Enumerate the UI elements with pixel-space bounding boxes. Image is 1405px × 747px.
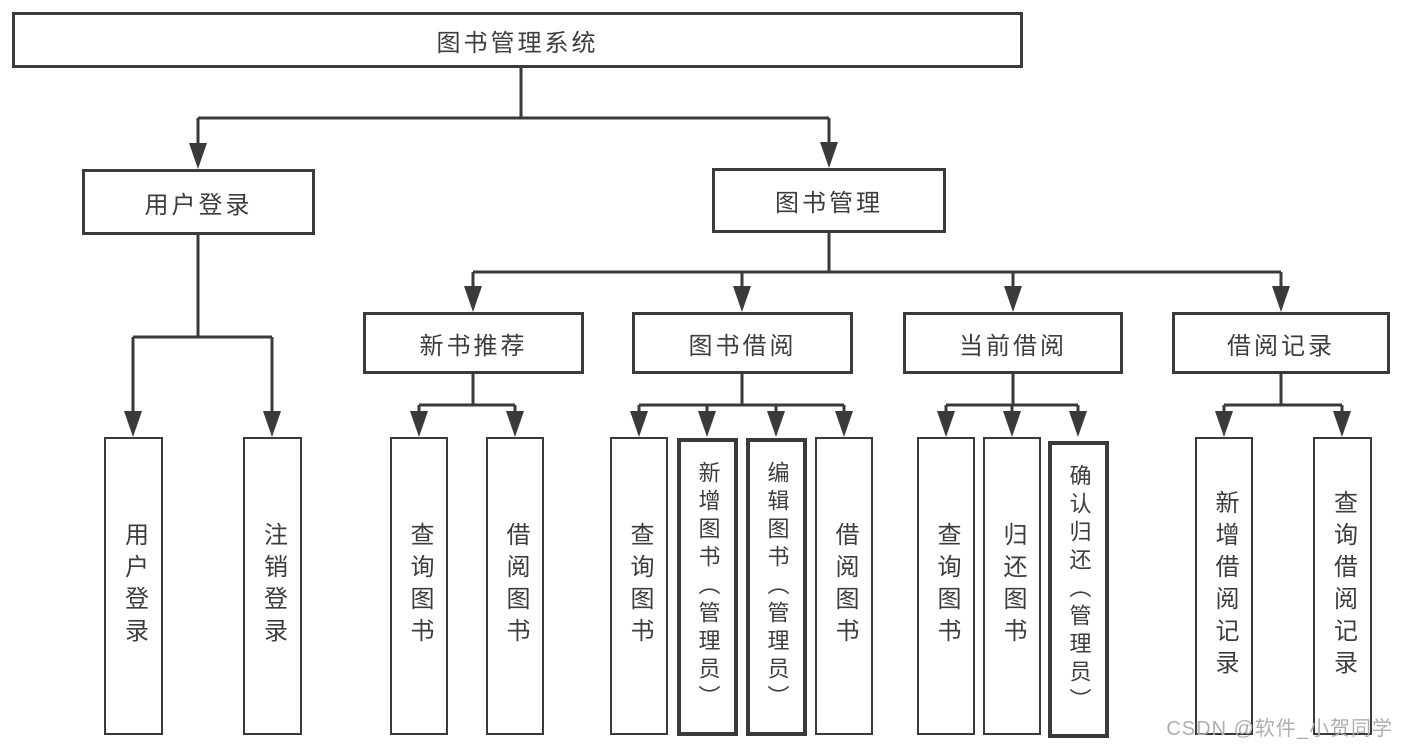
- leaf-add-book-admin-label: 新增图书（管理员）: [695, 461, 721, 713]
- leaf-edit-book-admin: 编辑图书（管理员）: [746, 438, 807, 736]
- node-current-borrow: 当前借阅: [903, 312, 1123, 374]
- node-user-login-label: 用户登录: [144, 191, 253, 219]
- leaf-query-borrow-record-label: 查询借阅记录: [1329, 490, 1357, 682]
- leaf-query-book-borrow: 查询图书: [610, 437, 668, 735]
- node-book-management: 图书管理: [712, 168, 946, 233]
- leaf-borrow-book-recommend: 借阅图书: [486, 437, 544, 735]
- node-borrow-records-label: 借阅记录: [1227, 332, 1335, 360]
- arrowheads: [124, 142, 1351, 437]
- node-root-label: 图书管理系统: [436, 29, 599, 57]
- node-book-management-label: 图书管理: [775, 190, 883, 217]
- connector-borrowrecords-branches: [1222, 374, 1344, 414]
- leaf-return-book-label: 归还图书: [999, 522, 1026, 650]
- leaf-return-book: 归还图书: [983, 437, 1041, 735]
- leaf-query-book-borrow-label: 查询图书: [626, 522, 653, 650]
- leaf-add-borrow-record-label: 新增借阅记录: [1211, 490, 1238, 682]
- leaf-query-book-recommend-label: 查询图书: [406, 522, 433, 650]
- leaf-query-book-current: 查询图书: [917, 437, 975, 735]
- node-user-login: 用户登录: [82, 169, 315, 235]
- csdn-watermark: CSDN @软件_小贺同学: [1166, 718, 1393, 740]
- node-current-borrow-label: 当前借阅: [959, 332, 1067, 360]
- leaf-add-borrow-record: 新增借阅记录: [1195, 437, 1253, 735]
- leaf-query-book-current-label: 查询图书: [933, 522, 960, 650]
- leaf-query-borrow-record: 查询借阅记录: [1313, 437, 1372, 735]
- node-borrow-records: 借阅记录: [1172, 312, 1390, 374]
- leaf-borrow-book-borrow-label: 借阅图书: [831, 522, 858, 650]
- leaf-logout-login: 注销登录: [243, 437, 302, 735]
- connector-currentborrow-branches: [944, 374, 1080, 414]
- leaf-edit-book-admin-label: 编辑图书（管理员）: [764, 461, 790, 713]
- connector-bookborrow-branches: [637, 374, 846, 414]
- node-book-borrow-label: 图书借阅: [688, 332, 797, 360]
- connector-newbookrec-branches: [417, 374, 517, 414]
- leaf-borrow-book-borrow: 借阅图书: [815, 437, 873, 735]
- leaf-borrow-book-recommend-label: 借阅图书: [502, 522, 529, 650]
- leaf-add-book-admin: 新增图书（管理员）: [677, 438, 738, 736]
- connector-bookmgmt-branches: [471, 232, 1283, 289]
- node-root: 图书管理系统: [12, 12, 1023, 68]
- node-new-book-recommend: 新书推荐: [363, 312, 584, 374]
- connector-root-branches: [196, 68, 831, 146]
- leaf-confirm-return-admin: 确认归还（管理员）: [1048, 441, 1109, 738]
- leaf-user-login-label: 用户登录: [120, 522, 148, 650]
- node-book-borrow: 图书借阅: [632, 312, 853, 374]
- connector-userlogin-branches: [131, 235, 274, 414]
- leaf-confirm-return-admin-label: 确认归还（管理员）: [1066, 463, 1092, 716]
- leaf-logout-login-label: 注销登录: [259, 522, 287, 650]
- node-new-book-recommend-label: 新书推荐: [419, 332, 528, 360]
- leaf-query-book-recommend: 查询图书: [390, 437, 448, 735]
- leaf-user-login: 用户登录: [104, 437, 163, 735]
